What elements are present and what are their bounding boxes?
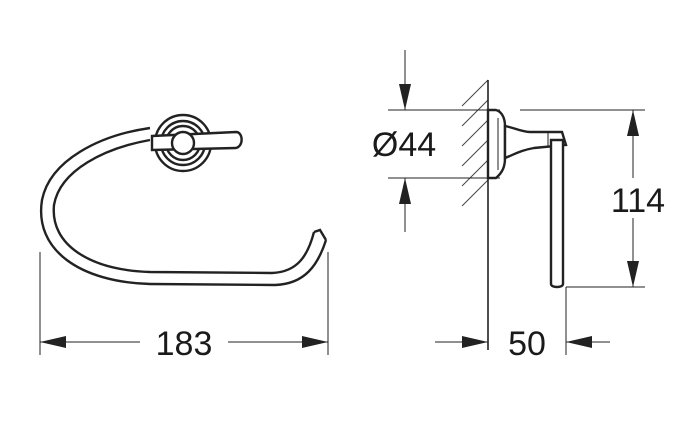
side-view: [461, 79, 568, 350]
height-value: 114: [611, 182, 665, 220]
rosette-center: [170, 130, 196, 156]
diameter-value: Ø44: [372, 126, 436, 164]
dimension-width-front: 183: [39, 252, 329, 363]
towel-ring-outer: [39, 126, 328, 287]
depth-value: 50: [508, 325, 546, 363]
width-front-value: 183: [156, 325, 213, 363]
wall-hatching: [461, 79, 489, 207]
dimension-height: 114: [520, 109, 665, 288]
arm-profile: [503, 124, 568, 160]
dimension-diameter: Ø44: [372, 50, 500, 232]
towel-ring-inner: [52, 138, 316, 275]
rosette-profile: [486, 108, 507, 180]
holder-arm: [150, 130, 243, 152]
front-view: [39, 113, 328, 287]
ring-profile: [549, 138, 565, 289]
dimension-depth: 50: [435, 287, 610, 363]
towel-ring-end: [313, 228, 328, 241]
